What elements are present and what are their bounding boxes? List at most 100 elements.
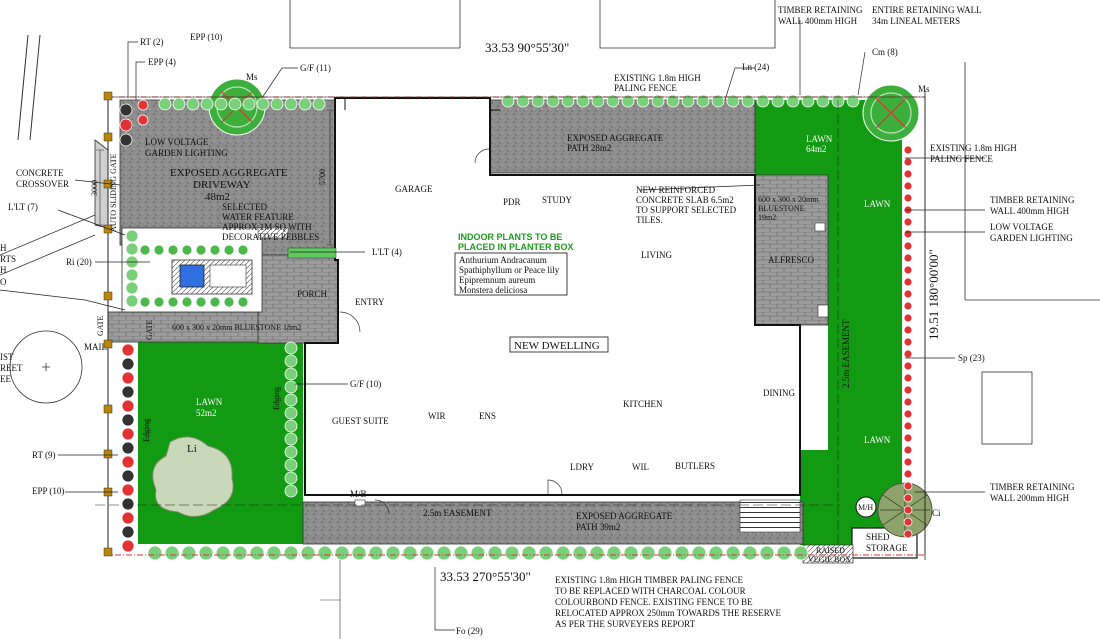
label-fence-top-2: PALING FENCE [614, 83, 677, 93]
hedge-shrub [555, 545, 571, 561]
room-pdr: PDR [503, 197, 521, 207]
hedge-shrub [696, 94, 710, 108]
shrub-epp [119, 133, 133, 147]
label-timber200-2: WALL 200mm HIGH [990, 493, 1070, 503]
label-water-1: SELECTED [222, 202, 267, 212]
label-water-3: APPROX 1M SQ WITH [222, 222, 312, 232]
shrub-epp [119, 103, 133, 117]
shrub-sp [903, 217, 913, 227]
label-lighting-right-1: LOW VOLTAGE [990, 222, 1054, 232]
leader-lines [0, 20, 985, 631]
shrub-ri [125, 294, 139, 308]
bottom-note-5: AS PER THE SURVEYERS REPORT [555, 619, 696, 629]
trees [152, 78, 933, 538]
shrub-sp [903, 361, 913, 371]
label-cut-1: H [0, 243, 7, 253]
shrub-sp [903, 277, 913, 287]
bottom-note-4: RELOCATED APPROX 250mm TOWARDS THE RESER… [555, 608, 782, 618]
shrub-rt [121, 371, 135, 385]
shrub-rt [121, 511, 135, 525]
shrub-ri [125, 268, 139, 282]
hedge-shrub [198, 545, 214, 561]
label-gf10: G/F (10) [350, 379, 381, 389]
label-raised-1: RAISED [816, 546, 845, 555]
label-cut-3: H [0, 265, 7, 275]
hedge-shrub [711, 94, 725, 108]
label-raised-2: VEGIE BOX [808, 555, 851, 564]
hedge-shrub [708, 545, 724, 561]
label-sp23: Sp (23) [958, 353, 985, 363]
label-ci: Ci [932, 508, 941, 518]
shrub-llt [223, 244, 235, 256]
label-shed-1: SHED [866, 532, 890, 542]
hedge-shrub [200, 97, 214, 111]
hedge-shrub [487, 545, 503, 561]
alfresco-bluestone [754, 174, 829, 326]
hedge-shrub [214, 97, 228, 111]
room-new-dwelling: NEW DWELLING [514, 340, 600, 352]
shrub-rt [121, 385, 135, 399]
hedge-shrub [368, 545, 384, 561]
label-slab-2: CONCRETE SLAB 6.5m2 [636, 195, 734, 205]
hedge-shrub [531, 94, 545, 108]
hedge-shrub [312, 97, 326, 111]
boundary [95, 90, 926, 560]
label-cut-4: O [0, 277, 7, 287]
hedge-shrub [546, 94, 560, 108]
hedge-shrub [317, 545, 333, 561]
shrub-gf [284, 380, 298, 394]
label-edging-1: Edging [142, 419, 151, 442]
room-wil: WIL [632, 462, 649, 472]
shrub-gf [284, 406, 298, 420]
hedge-shrub [756, 94, 770, 108]
label-timber-wall-1: TIMBER RETAINING [778, 5, 863, 15]
lawn-areas [138, 100, 902, 545]
shrub-planting [119, 94, 913, 561]
hedge-shrub [172, 97, 186, 111]
label-timber-right-2: WALL 400mm HIGH [990, 206, 1070, 216]
shrub-sp [903, 181, 913, 191]
hedge-shrub [651, 94, 665, 108]
indoor-plant-2: Spathiphyllum or Peace lily [459, 265, 560, 275]
label-lawn-front-2: 52m2 [196, 408, 217, 418]
side-lawn [852, 100, 902, 545]
shrub-sp [903, 481, 913, 491]
hedge-shrub [742, 545, 758, 561]
shrub-llt [195, 296, 207, 308]
label-alfresco: ALFRESCO [768, 255, 815, 265]
label-lighting-left-2: GARDEN LIGHTING [145, 148, 228, 158]
label-ms-left: Ms [246, 72, 258, 82]
shrub-rt [121, 525, 135, 539]
shrub-sp [903, 265, 913, 275]
shrub-rt [121, 399, 135, 413]
hedge-shrub [621, 94, 635, 108]
shrub-sp [903, 469, 913, 479]
label-entire-wall-2: 34m LINEAL METERS [872, 16, 960, 26]
hedge-shrub [351, 545, 367, 561]
label-lawn-front-1: LAWN [196, 397, 223, 407]
hedge-shrub [215, 545, 231, 561]
shrub-sp [903, 493, 913, 503]
label-water-2: WATER FEATURE [222, 212, 294, 222]
hedge-shrub [181, 545, 197, 561]
shrub-sp [903, 337, 913, 347]
shrub-gf [284, 419, 298, 433]
hedge-shrub [249, 545, 265, 561]
hedge-shrub [283, 545, 299, 561]
shrub-llt [153, 244, 165, 256]
rear-lawn [755, 100, 852, 545]
label-driveway-2: DRIVEWAY [193, 179, 251, 191]
label-llt4: L'LT (4) [372, 247, 402, 257]
hedge-shrub [816, 94, 830, 108]
tree-li [152, 436, 234, 517]
bottom-path [302, 501, 804, 545]
shrub-sp [903, 529, 913, 539]
label-auto-gate: AUTO SLIDING GATE [109, 153, 118, 232]
label-cm8: Cm (8) [872, 47, 898, 57]
hedge-shrub [640, 545, 656, 561]
hedge-shrub [300, 545, 316, 561]
shrub-llt [139, 244, 151, 256]
label-fence-right-1: EXISTING 1.8m HIGH [930, 143, 1017, 153]
hedge-shrub [158, 97, 172, 111]
